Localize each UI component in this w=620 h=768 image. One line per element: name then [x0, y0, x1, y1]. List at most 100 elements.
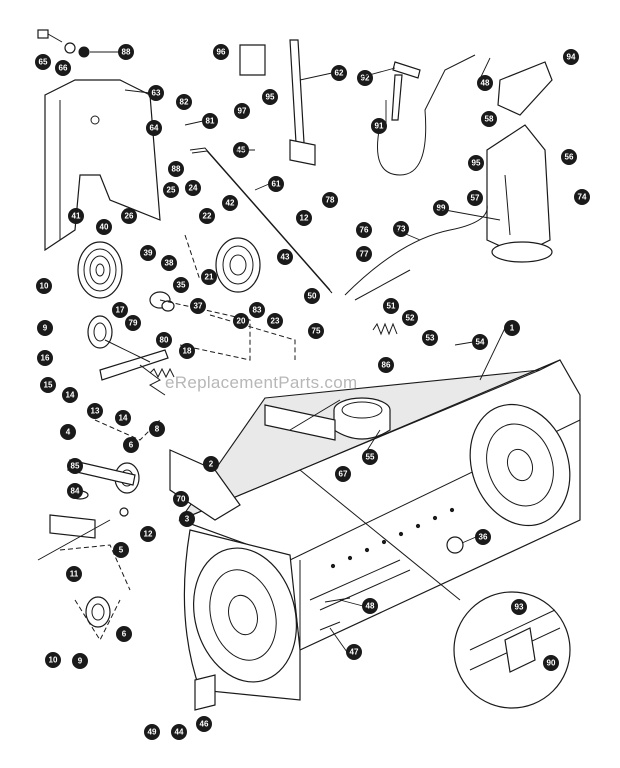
svg-text:23: 23 — [271, 317, 280, 326]
svg-text:82: 82 — [180, 98, 189, 107]
callout: 55 — [362, 449, 378, 465]
svg-text:49: 49 — [148, 728, 157, 737]
callout: 46 — [196, 716, 212, 732]
svg-text:95: 95 — [472, 159, 481, 168]
svg-text:9: 9 — [43, 324, 48, 333]
callout: 49 — [144, 724, 160, 740]
svg-text:76: 76 — [360, 226, 369, 235]
callout: 62 — [331, 65, 347, 81]
watermark-text: eReplacementParts.com — [165, 373, 357, 392]
callout: 12 — [140, 526, 156, 542]
callout: 2 — [203, 456, 219, 472]
svg-text:6: 6 — [122, 630, 127, 639]
svg-text:73: 73 — [397, 225, 406, 234]
callout: 1 — [504, 320, 520, 336]
callout: 35 — [173, 277, 189, 293]
chute-base-ring — [333, 397, 391, 440]
svg-text:22: 22 — [203, 212, 212, 221]
callout: 89 — [433, 200, 449, 216]
svg-text:21: 21 — [205, 273, 214, 282]
svg-text:58: 58 — [485, 115, 494, 124]
svg-text:26: 26 — [125, 212, 134, 221]
svg-text:17: 17 — [116, 306, 125, 315]
pulleys — [77, 237, 261, 628]
bolt-group-top-left — [37, 29, 90, 58]
callout: 79 — [125, 315, 141, 331]
callout: 70 — [173, 491, 189, 507]
callout: 61 — [268, 176, 284, 192]
svg-text:6: 6 — [129, 441, 134, 450]
callout: 76 — [356, 222, 372, 238]
callout: 58 — [481, 111, 497, 127]
svg-text:88: 88 — [172, 165, 181, 174]
callout: 77 — [356, 246, 372, 262]
callout: 50 — [304, 288, 320, 304]
callout: 81 — [202, 113, 218, 129]
svg-text:13: 13 — [91, 407, 100, 416]
svg-text:95: 95 — [266, 93, 275, 102]
callout: 6 — [116, 626, 132, 642]
svg-text:1: 1 — [510, 324, 515, 333]
callout: 26 — [121, 208, 137, 224]
svg-text:53: 53 — [426, 334, 435, 343]
svg-text:54: 54 — [476, 338, 485, 347]
svg-text:89: 89 — [437, 204, 446, 213]
svg-text:86: 86 — [382, 361, 391, 370]
callout: 85 — [67, 458, 83, 474]
callout: 74 — [574, 189, 590, 205]
svg-text:15: 15 — [44, 381, 53, 390]
callout: 12 — [296, 210, 312, 226]
callout: 8 — [149, 421, 165, 437]
callout: 97 — [234, 103, 250, 119]
callout: 95 — [262, 89, 278, 105]
svg-text:80: 80 — [160, 336, 169, 345]
callout: 16 — [37, 350, 53, 366]
svg-text:50: 50 — [308, 292, 317, 301]
callout: 37 — [190, 298, 206, 314]
callout: 57 — [467, 190, 483, 206]
callout: 38 — [161, 255, 177, 271]
callout: 65 — [35, 54, 51, 70]
svg-text:20: 20 — [237, 317, 246, 326]
svg-text:97: 97 — [238, 107, 247, 116]
callout: 90 — [543, 655, 559, 671]
svg-text:16: 16 — [41, 354, 50, 363]
callout: 10 — [45, 652, 61, 668]
svg-text:5: 5 — [119, 546, 124, 555]
frame-bracket — [169, 399, 341, 521]
chute-deflector — [486, 61, 553, 263]
callout: 51 — [383, 298, 399, 314]
svg-text:18: 18 — [183, 347, 192, 356]
callout: 43 — [277, 249, 293, 265]
callout: 83 — [249, 302, 265, 318]
svg-text:93: 93 — [515, 603, 524, 612]
part-callouts: 65 66 88 96 62 92 48 94 63 82 81 64 97 9… — [35, 44, 590, 740]
callout: 20 — [233, 313, 249, 329]
svg-text:84: 84 — [71, 487, 80, 496]
svg-text:56: 56 — [565, 153, 574, 162]
svg-text:66: 66 — [59, 64, 68, 73]
callout: 80 — [156, 332, 172, 348]
callout: 4 — [60, 424, 76, 440]
svg-text:36: 36 — [479, 533, 488, 542]
springs — [149, 322, 398, 379]
svg-text:39: 39 — [144, 249, 153, 258]
callout: 24 — [185, 180, 201, 196]
callout: 6 — [123, 437, 139, 453]
svg-text:91: 91 — [375, 122, 384, 131]
svg-text:2: 2 — [209, 460, 214, 469]
callout: 9 — [72, 653, 88, 669]
svg-text:38: 38 — [165, 259, 174, 268]
svg-text:25: 25 — [167, 186, 176, 195]
callout: 14 — [115, 410, 131, 426]
callout: 9 — [37, 320, 53, 336]
svg-text:61: 61 — [272, 180, 281, 189]
svg-text:47: 47 — [350, 648, 359, 657]
svg-text:64: 64 — [150, 124, 159, 133]
callout: 3 — [179, 511, 195, 527]
callout: 73 — [393, 221, 409, 237]
callout: 41 — [68, 208, 84, 224]
svg-text:41: 41 — [72, 212, 81, 221]
svg-text:9: 9 — [78, 657, 83, 666]
